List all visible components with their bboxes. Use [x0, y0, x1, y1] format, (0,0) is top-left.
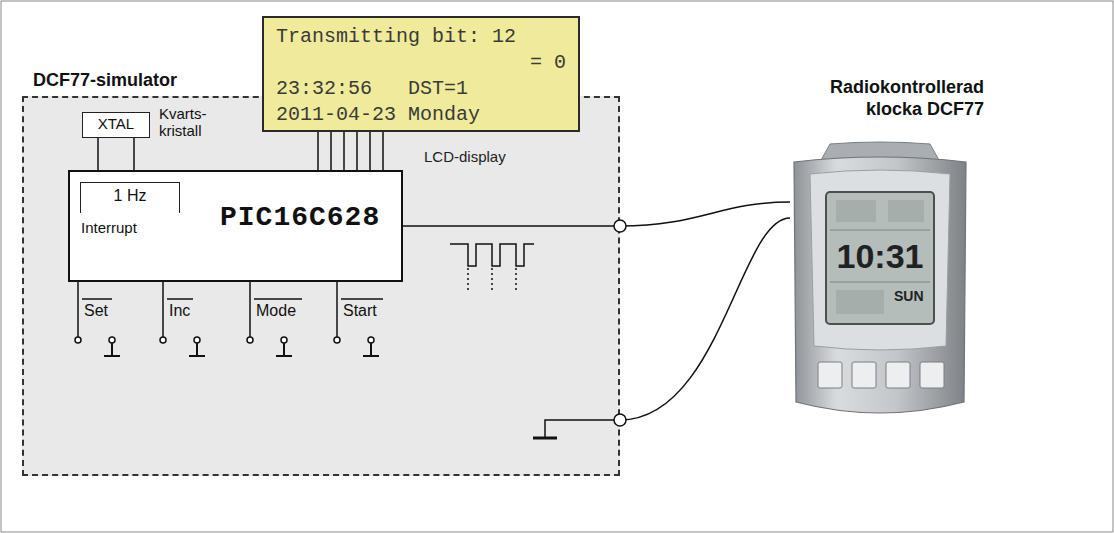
switch-contact	[194, 337, 200, 343]
pulse-waveform	[450, 244, 534, 292]
region-title: DCF77-simulator	[33, 70, 177, 91]
waveform-line	[450, 244, 534, 266]
microcontroller-box: PIC16C6281 HzInterrupt	[68, 170, 403, 282]
button-label: Start	[343, 302, 377, 320]
lcd-line: Transmitting bit: 12	[276, 24, 566, 50]
simulator-region: DCF77-simulatorTransmitting bit: 12= 023…	[22, 96, 620, 476]
button-label: Set	[84, 302, 108, 320]
switch-contact	[160, 337, 166, 343]
radio-clock: Radiokontrollerad klocka DCF7710:31SUN	[790, 140, 970, 430]
ground-terminal	[614, 414, 626, 426]
chip-name: PIC16C628	[220, 202, 380, 233]
clock-illustration	[790, 140, 970, 430]
button-bar	[167, 298, 193, 300]
screen-segment	[888, 200, 924, 222]
clock-body	[794, 157, 966, 413]
button-label: Inc	[169, 302, 190, 320]
waveform-dots	[468, 268, 516, 292]
ground-symbol	[533, 437, 557, 440]
clock-button	[886, 362, 910, 388]
wire-connector	[620, 218, 790, 420]
button-wire	[336, 282, 338, 337]
simulator-ground	[22, 96, 620, 476]
button-bar	[82, 298, 112, 300]
switch-contact	[334, 337, 340, 343]
clock-time: 10:31	[826, 236, 934, 276]
interrupt-box: 1 HzInterrupt	[80, 182, 180, 213]
switch-contact	[75, 337, 81, 343]
lcd-line: 23:32:56 DST=1	[276, 76, 566, 102]
part-label: LCD-display	[424, 148, 506, 166]
crystal-box: XTALKvarts- kristall	[82, 112, 150, 138]
button-bar	[254, 298, 302, 300]
button-label: Mode	[256, 302, 296, 320]
output-terminal	[614, 220, 626, 232]
screen-segment	[836, 200, 876, 222]
button-wire	[249, 282, 251, 337]
clock-rate: 1 Hz	[81, 183, 179, 209]
switch-contact	[281, 337, 287, 343]
clock-screen	[826, 192, 934, 324]
part-caption: Kvarts- kristall	[159, 105, 223, 139]
clock-button	[852, 362, 876, 388]
switch-contact	[368, 337, 374, 343]
lcd-display: Transmitting bit: 12= 023:32:56 DST=1201…	[262, 16, 580, 132]
wire-connector	[98, 138, 134, 170]
lcd-line: = 0	[276, 50, 566, 76]
ground-symbol	[276, 343, 292, 356]
device-title: Radiokontrollerad klocka DCF77	[794, 76, 984, 120]
clock-weekday: SUN	[894, 288, 924, 304]
clock-button	[920, 362, 944, 388]
part-name: XTAL	[83, 113, 149, 134]
switch-contact	[247, 337, 253, 343]
pushbutton-symbols	[75, 282, 383, 356]
wire-connector	[318, 132, 383, 170]
ground-wire	[533, 420, 617, 438]
screen-segment	[836, 290, 884, 314]
lcd-line: 2011-04-23 Monday	[276, 102, 566, 128]
ground-symbol	[189, 343, 205, 356]
button-wire	[77, 282, 79, 337]
box-caption: Interrupt	[81, 219, 137, 237]
clock-face	[810, 170, 950, 350]
ground-symbol	[104, 343, 120, 356]
ground-symbol	[363, 343, 379, 356]
wire-connector	[403, 202, 790, 226]
button-bar	[341, 298, 383, 300]
switch-contact	[109, 337, 115, 343]
clock-button	[818, 362, 842, 388]
button-wire	[162, 282, 164, 337]
